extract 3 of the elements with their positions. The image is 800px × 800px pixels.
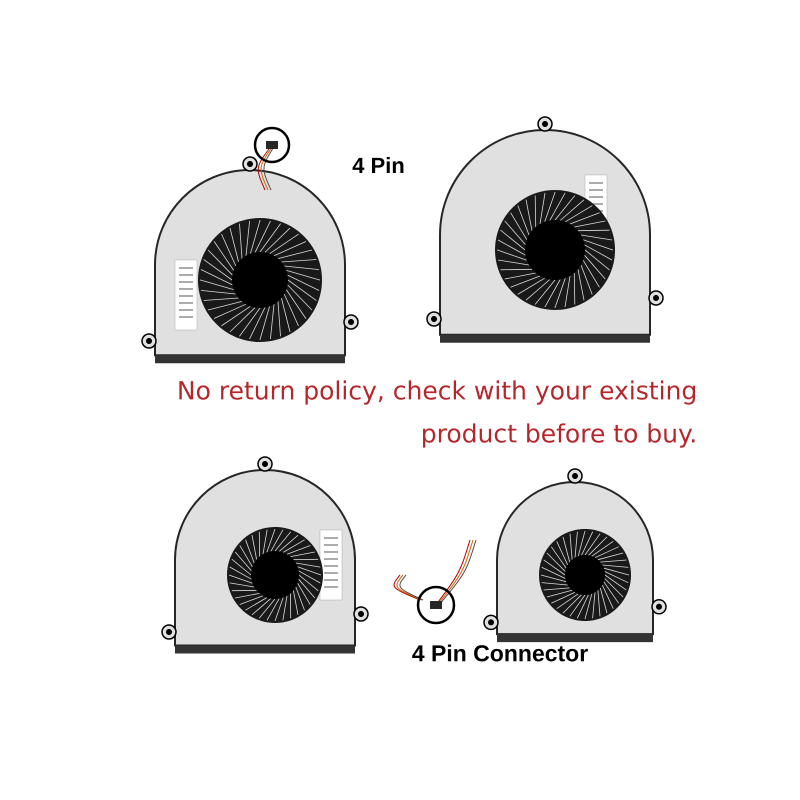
callout-label: 4 Pin <box>352 157 404 173</box>
callout-label: 4 Pin Connector <box>412 644 588 662</box>
warning-note: No return policy, check with your existing product before to buy. <box>179 380 696 448</box>
